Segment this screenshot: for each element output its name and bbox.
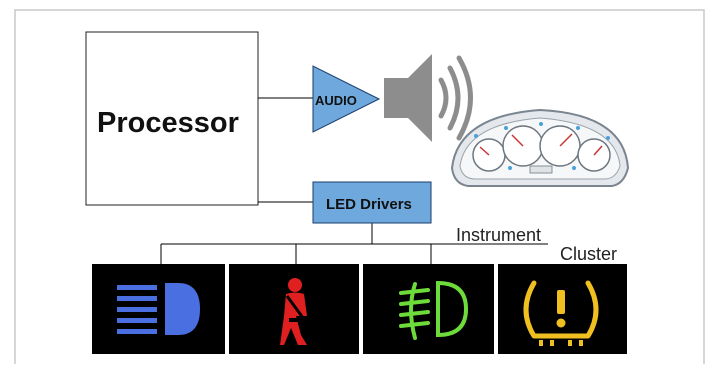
processor-block <box>85 31 259 206</box>
fog-lamp-tile <box>363 264 494 354</box>
instrument-cluster-icon <box>450 108 630 187</box>
instrument-label: Instrument <box>456 225 542 245</box>
headlamp-tile <box>92 264 225 354</box>
audio-amplifier <box>312 65 381 133</box>
seatbelt-icon <box>280 278 308 345</box>
led-drivers-block <box>312 181 432 224</box>
outer-frame <box>14 9 705 364</box>
speaker-icon <box>384 54 473 142</box>
cluster-label: Cluster <box>560 244 618 264</box>
led-drivers-label: LED Drivers <box>326 196 412 213</box>
tire-pressure-icon <box>523 280 599 346</box>
processor-label: Processor <box>97 107 239 139</box>
headlamp-icon <box>117 283 200 335</box>
audio-label: AUDIO <box>315 93 357 108</box>
fog-lamp-icon <box>399 280 469 340</box>
